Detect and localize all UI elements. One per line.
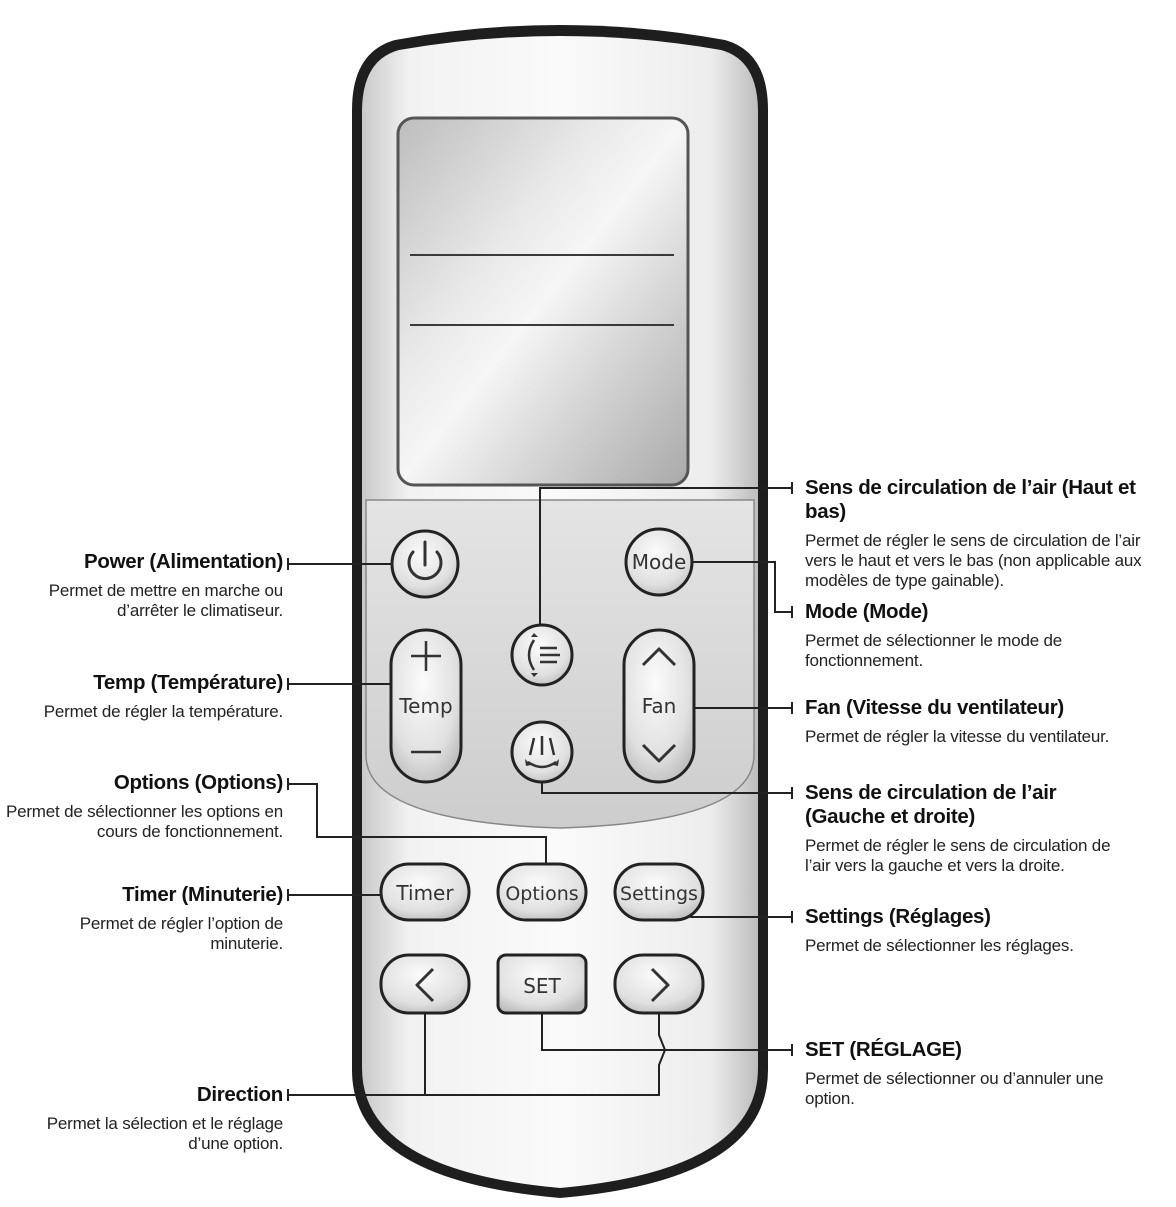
annotation-set-title: SET (RÉGLAGE): [805, 1038, 962, 1061]
annotation-power-title: Power (Alimentation): [83, 550, 283, 573]
temp-rocker[interactable]: Temp: [389, 628, 463, 784]
annotation-direction: Direction Permet la sélection et le régl…: [13, 1083, 284, 1154]
annotation-air-leftright-title: Sens de circulation de l’air (Gauche et …: [805, 781, 1057, 829]
annotation-direction-desc: Permet la sélection et le réglage d’une …: [46, 1114, 283, 1154]
annotation-options: Options (Options) Permet de sélectionner…: [0, 771, 283, 842]
annotation-timer-title: Timer (Minuterie): [122, 883, 283, 906]
annotation-timer-desc: Permet de régler l’option de minuterie.: [79, 914, 283, 954]
annotation-fan-title: Fan (Vitesse du ventilateur): [805, 696, 1064, 719]
left-button[interactable]: [379, 953, 471, 1015]
annotation-air-leftright-desc: Permet de régler le sens de circulation …: [805, 836, 1111, 876]
mode-button[interactable]: Mode: [624, 527, 694, 597]
set-button-label: SET: [523, 974, 561, 998]
annotation-temp: Temp (Température) Permet de régler la t…: [0, 671, 284, 722]
air-swing-leftright-icon: [528, 737, 536, 756]
annotation-options-title: Options (Options): [113, 771, 283, 794]
timer-button-label: Timer: [395, 881, 454, 905]
annotation-settings-title: Settings (Réglages): [805, 905, 991, 928]
chevron-right-icon: [650, 967, 670, 1003]
annotation-settings-desc: Permet de sélectionner les réglages.: [805, 936, 1074, 956]
annotation-fan-desc: Permet de régler la vitesse du ventilate…: [805, 727, 1110, 747]
annotation-temp-desc: Permet de régler la température.: [43, 702, 283, 722]
power-button[interactable]: [390, 529, 460, 599]
annotation-options-desc: Permet de sélectionner les options en co…: [5, 802, 283, 842]
fan-rocker-label: Fan: [642, 694, 677, 718]
chevron-left-icon: [415, 967, 435, 1003]
annotation-set: SET (RÉGLAGE) Permet de sélectionner ou …: [805, 1038, 1135, 1109]
annotation-set-desc: Permet de sélectionner ou d’annuler une …: [805, 1069, 1104, 1109]
fan-rocker[interactable]: Fan: [622, 628, 696, 784]
leader-lines: [287, 482, 793, 1101]
annotation-direction-title: Direction: [196, 1083, 283, 1106]
annotation-settings: Settings (Réglages) Permet de sélectionn…: [805, 905, 1135, 956]
air-swing-updown-button[interactable]: [510, 623, 574, 687]
settings-button-label: Settings: [620, 883, 698, 905]
annotation-mode-desc: Permet de sélectionner le mode de foncti…: [805, 631, 1063, 671]
temp-rocker-label: Temp: [398, 694, 452, 718]
annotation-fan: Fan (Vitesse du ventilateur) Permet de r…: [805, 696, 1165, 747]
annotation-air-updown: Sens de circulation de l’air (Haut et ba…: [805, 476, 1175, 592]
annotation-timer: Timer (Minuterie) Permet de régler l’opt…: [43, 883, 284, 954]
air-swing-leftright-button[interactable]: [510, 720, 574, 784]
right-button[interactable]: [613, 953, 705, 1015]
settings-button[interactable]: Settings: [613, 862, 705, 922]
annotation-air-updown-desc: Permet de régler le sens de circulation …: [805, 531, 1142, 591]
annotation-mode: Mode (Mode) Permet de sélectionner le mo…: [805, 600, 1135, 671]
timer-button[interactable]: Timer: [379, 862, 471, 922]
annotation-air-updown-title: Sens de circulation de l’air (Haut et ba…: [805, 476, 1136, 524]
set-button[interactable]: SET: [496, 953, 588, 1015]
power-icon: [407, 550, 443, 581]
options-button[interactable]: Options: [496, 862, 588, 922]
annotation-temp-title: Temp (Température): [93, 671, 283, 694]
annotation-air-leftright: Sens de circulation de l’air (Gauche et …: [805, 781, 1135, 876]
annotation-power: Power (Alimentation) Permet de mettre en…: [0, 550, 284, 621]
air-swing-updown-icon: [527, 639, 536, 671]
options-button-label: Options: [505, 883, 578, 905]
chevron-down-icon: [641, 743, 677, 763]
lcd-screen: [396, 116, 690, 487]
annotation-mode-title: Mode (Mode): [805, 600, 929, 623]
annotation-power-desc: Permet de mettre en marche ou d’arrêter …: [48, 581, 283, 621]
mode-button-label: Mode: [632, 550, 687, 574]
chevron-up-icon: [641, 647, 677, 667]
